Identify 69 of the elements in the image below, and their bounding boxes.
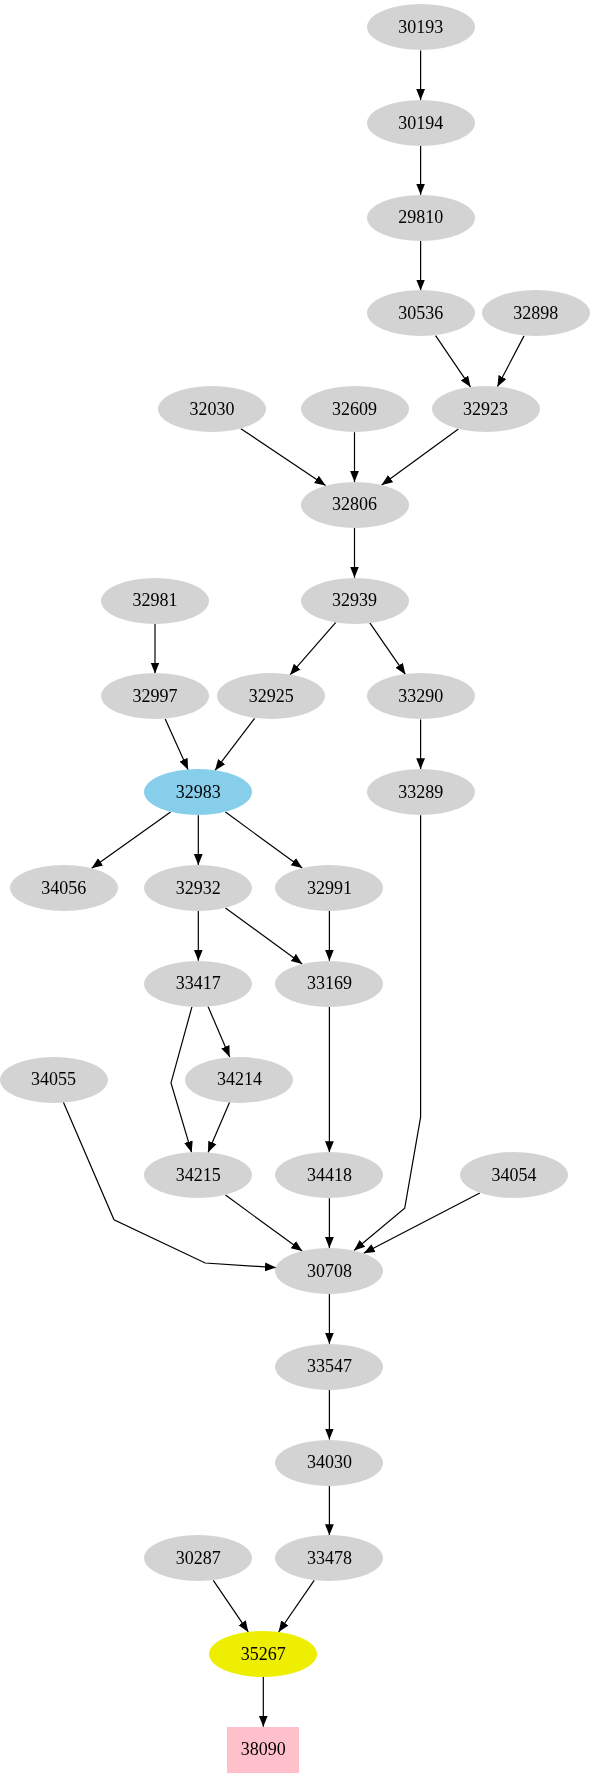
arrow [416,718,425,770]
node-label: 33290 [398,686,444,707]
arrow [289,621,337,676]
node-label: 34056 [41,877,87,899]
node-label: 32939 [332,590,377,612]
arrow [353,814,422,1252]
arrow [350,431,359,483]
arrow [363,1192,481,1254]
arrow [435,335,472,388]
arrow [416,49,425,101]
node-label: 30708 [306,1260,352,1282]
node-label: 33169 [306,973,352,995]
arrow [325,1293,334,1345]
arrow [369,622,406,675]
node-label: 34030 [306,1452,352,1473]
node-label: 34418 [306,1164,352,1186]
arrow [278,1579,315,1633]
arrow [193,814,203,866]
arrow [214,717,256,771]
node-label: 34214 [216,1069,262,1090]
node-label: 32898 [513,302,559,324]
node-label: 33478 [306,1547,352,1569]
arrow [193,910,203,962]
process-box [227,1726,300,1773]
node-label: 34055 [31,1069,77,1090]
arrow [224,811,303,869]
arrow [325,1389,334,1441]
node-label: 33547 [306,1356,352,1378]
arrow [325,1006,334,1153]
node-label: 32030 [189,398,235,420]
node-label: 34054 [491,1164,537,1186]
arrow [207,1005,231,1058]
arrow [416,240,425,292]
arrow [224,907,303,965]
node-label: 34215 [175,1164,221,1186]
node-label: 35267 [240,1643,286,1665]
node-label: 33289 [398,781,444,803]
arrow [170,1006,193,1153]
arrow [258,1676,268,1728]
node-label: 32932 [175,877,221,899]
arrow [62,1101,277,1272]
arrow [496,335,525,388]
arrow [164,718,189,771]
node-label: 30194 [398,112,444,134]
arrow [224,1194,303,1252]
node-label: 32983 [175,781,221,803]
arrow [325,1484,334,1536]
arrow [325,1197,334,1249]
arrow [416,145,425,196]
arrow [381,428,459,486]
node-label: 30536 [398,302,444,324]
node-label: 32997 [132,686,178,707]
arrow [91,811,172,869]
node-label: 32981 [132,590,178,612]
node-label: 29810 [398,207,444,229]
node-label: 32609 [332,398,377,420]
arrow [207,1101,231,1154]
node-label: 33417 [175,973,221,995]
node-label: 30193 [398,16,444,38]
node-label: 30287 [175,1547,221,1569]
node-label: 32923 [463,398,509,420]
arrow [240,428,327,487]
arrow [150,623,160,675]
node-label: 32925 [248,686,294,707]
node-label: 32991 [306,877,352,899]
node-label: 38090 [240,1739,286,1761]
node-label: 32806 [332,494,377,516]
arrow [350,527,359,579]
arrow [325,910,334,962]
